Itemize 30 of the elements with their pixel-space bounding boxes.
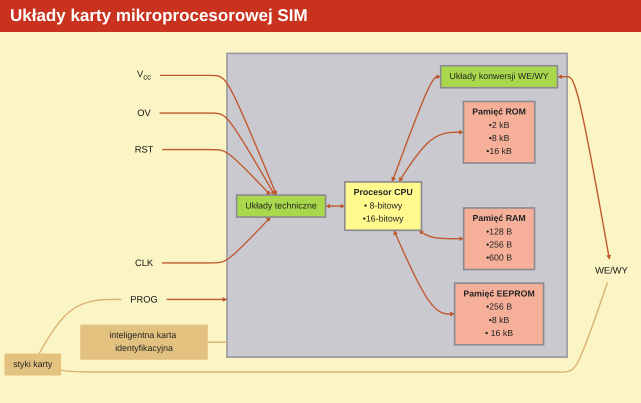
arrow: [160, 74, 278, 196]
cluster: [226, 52, 568, 358]
node-box: Pamięć ROM •2 kB •8 kB •16 kB: [462, 100, 536, 164]
node-text: CLK: [134, 258, 154, 268]
arrow: [391, 74, 441, 182]
node-box: Układy konwersji WE/WY: [440, 64, 558, 89]
node-text: V$_{cc}$: [137, 68, 152, 82]
node-box: Układy techniczne: [236, 194, 326, 218]
arrow: [557, 74, 612, 260]
arrow: [160, 112, 275, 196]
node-box: Pamięć EEPROM •256 B •8 kB • 16 kB: [454, 282, 544, 346]
arrow: [418, 230, 464, 242]
node-box: Procesor CPU • 8-bitowy •16-bitowy: [344, 181, 422, 232]
connector: [38, 298, 122, 354]
node-text: RST: [134, 144, 154, 155]
title: Układy karty mikroprocesorowej SIM: [0, 0, 641, 32]
arrow: [326, 204, 345, 209]
node-box: inteligentna karta identyfikacyjna: [80, 324, 208, 360]
node-text: WE/WY: [595, 265, 628, 276]
node-box: Pamięć RAM •128 B •256 B •600 B: [462, 207, 536, 270]
arrow: [166, 297, 228, 302]
connector: [208, 342, 227, 343]
node-text: OV: [137, 108, 151, 118]
node-box: styki karty: [4, 354, 62, 376]
connector: [60, 282, 608, 373]
arrow: [398, 130, 464, 182]
node-text: PROG: [130, 294, 158, 305]
arrow: [162, 216, 271, 264]
arrow: [162, 148, 271, 196]
arrow: [394, 230, 455, 316]
